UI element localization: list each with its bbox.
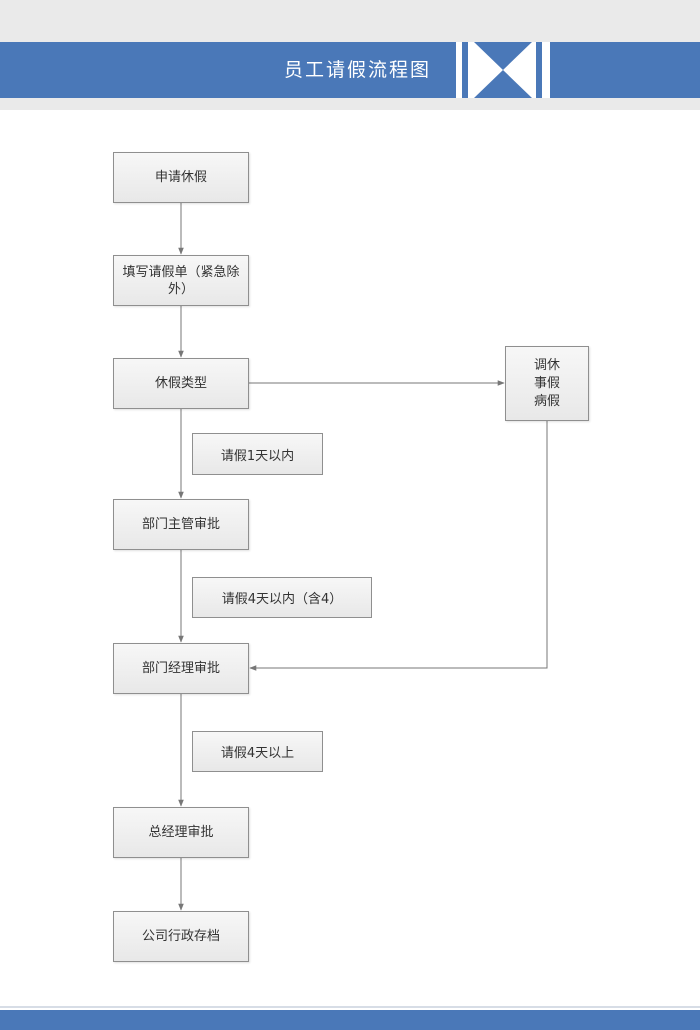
node-general-manager-text: 总经理审批 [148, 825, 214, 840]
banner-ornament-icon [456, 42, 550, 98]
node-dept-supervisor: 部门主管审批 [113, 499, 249, 550]
node-dept-manager-text: 部门经理审批 [141, 661, 220, 676]
node-other-leave: 调休事假病假 [505, 346, 589, 421]
condition-within-1-day: 请假1天以内 [192, 433, 323, 475]
node-leave-type: 休假类型 [113, 358, 249, 409]
title-banner [0, 42, 700, 98]
node-hr-archive-text: 公司行政存档 [141, 929, 220, 944]
node-leave-type-text: 休假类型 [154, 376, 207, 391]
node-apply-leave: 申请休假 [113, 152, 249, 203]
node-apply-leave-text: 申请休假 [154, 170, 207, 185]
condition-within-4-days: 请假4天以内（含4） [192, 577, 372, 618]
node-dept-manager: 部门经理审批 [113, 643, 249, 694]
node-other-leave-text: 调休事假病假 [533, 357, 560, 409]
footer-divider [0, 1006, 700, 1008]
condition-over-4-days: 请假4天以上 [192, 731, 323, 772]
node-fill-form-text: 填写请假单（紧急除外） [122, 264, 240, 297]
page-title: 员工请假流程图 [284, 59, 432, 81]
condition-within-1-day-text: 请假1天以内 [220, 448, 295, 464]
condition-over-4-days-text: 请假4天以上 [220, 746, 295, 761]
node-general-manager: 总经理审批 [113, 807, 249, 858]
node-fill-form: 填写请假单（紧急除外） [113, 255, 249, 306]
condition-within-4-days-text: 请假4天以内（含4） [221, 592, 343, 607]
connector-other-to-manager [249, 421, 548, 671]
footer-bar [0, 1010, 700, 1030]
node-dept-supervisor-text: 部门主管审批 [141, 517, 220, 532]
node-hr-archive: 公司行政存档 [113, 911, 249, 962]
